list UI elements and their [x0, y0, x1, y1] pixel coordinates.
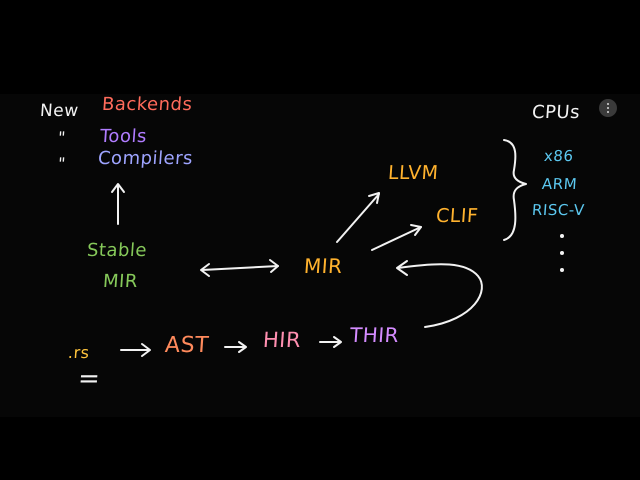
cpu-arm: ARM	[541, 175, 578, 193]
arrow-stable-to-new	[111, 183, 125, 225]
cpu-x86: x86	[543, 147, 575, 165]
tools-label: Tools	[99, 126, 148, 147]
more-vertical-icon	[607, 103, 609, 113]
hir-node: HIR	[262, 328, 302, 352]
cpu-brace	[503, 139, 527, 241]
arrow-ast-to-hir	[224, 341, 247, 353]
compilers-label: Compilers	[97, 148, 194, 169]
thir-node: THIR	[349, 323, 400, 347]
backends-label: Backends	[101, 94, 194, 115]
stable-mir-label: MIR	[102, 271, 139, 292]
new-label: New	[39, 101, 80, 121]
arrow-mir-to-llvm	[336, 192, 380, 243]
ditto-mark-2: "	[57, 154, 67, 173]
arrow-rs-to-ast	[120, 343, 151, 357]
clif-node: CLIF	[435, 205, 480, 227]
rs-source-label: .rs	[67, 343, 91, 362]
cpus-label: CPUs	[531, 102, 581, 123]
arrow-hir-to-thir	[319, 336, 342, 348]
stable-label: Stable	[86, 240, 148, 261]
cpu-riscv: RISC-V	[531, 201, 586, 219]
arrow-mir-to-clif	[371, 224, 422, 251]
more-options-button[interactable]	[599, 99, 617, 117]
equals-mark: =	[76, 364, 102, 394]
mir-node: MIR	[303, 254, 344, 278]
ast-node: AST	[164, 333, 210, 358]
cpu-ellipsis-dots	[560, 234, 564, 272]
top-letterbox	[0, 0, 640, 94]
arrow-stable-mir-mir	[200, 259, 279, 277]
whiteboard-canvas	[0, 94, 640, 417]
arrow-thir-to-mir	[396, 260, 483, 328]
llvm-node: LLVM	[387, 162, 440, 184]
ditto-mark-1: "	[57, 128, 67, 147]
